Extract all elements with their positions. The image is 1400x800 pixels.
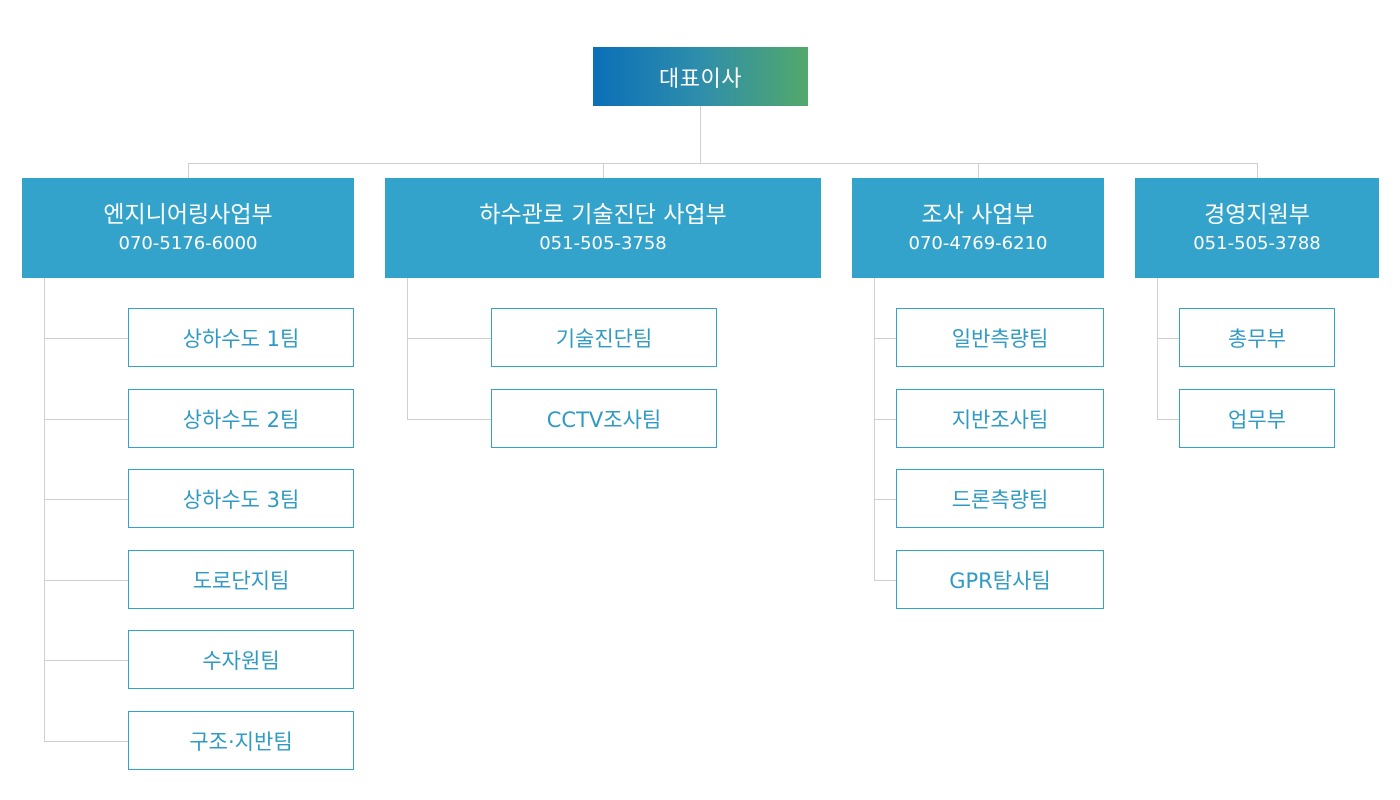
dept-2-spine: [407, 278, 408, 420]
team-node: GPR탐사팀: [896, 550, 1104, 609]
dept-3-branch: [874, 338, 896, 339]
team-label: 상하수도 2팀: [182, 407, 300, 432]
dept-phone: 051-505-3788: [1193, 233, 1321, 254]
team-node: 상하수도 1팀: [128, 308, 354, 367]
root-connector-vertical: [700, 106, 701, 163]
dept-1-branch: [44, 580, 128, 581]
dept-phone: 070-5176-6000: [118, 233, 258, 254]
team-label: 도로단지팀: [192, 568, 290, 593]
dept-phone: 051-505-3758: [539, 233, 667, 254]
team-label: 드론측량팀: [951, 487, 1049, 512]
dept-4-spine: [1157, 278, 1158, 420]
dept-2-branch: [407, 338, 491, 339]
top-horizontal-connector: [188, 163, 1258, 164]
team-node: 지반조사팀: [896, 389, 1104, 448]
dept-management-support: 경영지원부 051-505-3788: [1135, 178, 1379, 278]
team-label: 수자원팀: [202, 648, 280, 673]
root-node-ceo: 대표이사: [593, 47, 808, 106]
dept-name: 하수관로 기술진단 사업부: [479, 202, 727, 228]
dept-1-branch: [44, 660, 128, 661]
dept-engineering: 엔지니어링사업부 070-5176-6000: [22, 178, 354, 278]
team-label: 구조·지반팀: [189, 729, 293, 754]
team-node: 드론측량팀: [896, 469, 1104, 528]
team-node: CCTV조사팀: [491, 389, 717, 448]
dept-2-branch: [407, 419, 491, 420]
dept-3-branch: [874, 580, 896, 581]
dept-1-spine: [44, 278, 45, 742]
dept-3-branch: [874, 499, 896, 500]
dept-phone: 070-4769-6210: [908, 233, 1048, 254]
team-label: 총무부: [1228, 326, 1286, 351]
dept-name: 조사 사업부: [921, 202, 1035, 228]
team-label: CCTV조사팀: [546, 407, 662, 432]
dept-name: 경영지원부: [1204, 202, 1310, 228]
team-node: 일반측량팀: [896, 308, 1104, 367]
team-node: 총무부: [1179, 308, 1335, 367]
dept-sewer-diagnosis: 하수관로 기술진단 사업부 051-505-3758: [385, 178, 821, 278]
team-node: 수자원팀: [128, 630, 354, 689]
team-label: 지반조사팀: [951, 407, 1049, 432]
team-node: 기술진단팀: [491, 308, 717, 367]
team-label: 상하수도 1팀: [182, 326, 300, 351]
dept-name: 엔지니어링사업부: [103, 202, 273, 228]
team-node: 상하수도 2팀: [128, 389, 354, 448]
team-label: 일반측량팀: [951, 326, 1049, 351]
team-label: 상하수도 3팀: [182, 487, 300, 512]
dept-1-drop-connector: [188, 163, 189, 178]
dept-4-branch: [1157, 338, 1179, 339]
dept-4-drop-connector: [1257, 163, 1258, 178]
root-node-label: 대표이사: [659, 66, 742, 92]
dept-4-branch: [1157, 419, 1179, 420]
team-label: GPR탐사팀: [949, 568, 1051, 593]
dept-3-branch: [874, 419, 896, 420]
dept-1-branch: [44, 338, 128, 339]
team-label: 기술진단팀: [555, 326, 653, 351]
dept-3-spine: [874, 278, 875, 581]
dept-2-drop-connector: [603, 163, 604, 178]
dept-1-branch: [44, 741, 128, 742]
dept-3-drop-connector: [978, 163, 979, 178]
team-node: 업무부: [1179, 389, 1335, 448]
dept-1-branch: [44, 499, 128, 500]
team-label: 업무부: [1228, 407, 1286, 432]
team-node: 구조·지반팀: [128, 711, 354, 770]
dept-1-branch: [44, 419, 128, 420]
team-node: 도로단지팀: [128, 550, 354, 609]
team-node: 상하수도 3팀: [128, 469, 354, 528]
dept-survey: 조사 사업부 070-4769-6210: [852, 178, 1104, 278]
